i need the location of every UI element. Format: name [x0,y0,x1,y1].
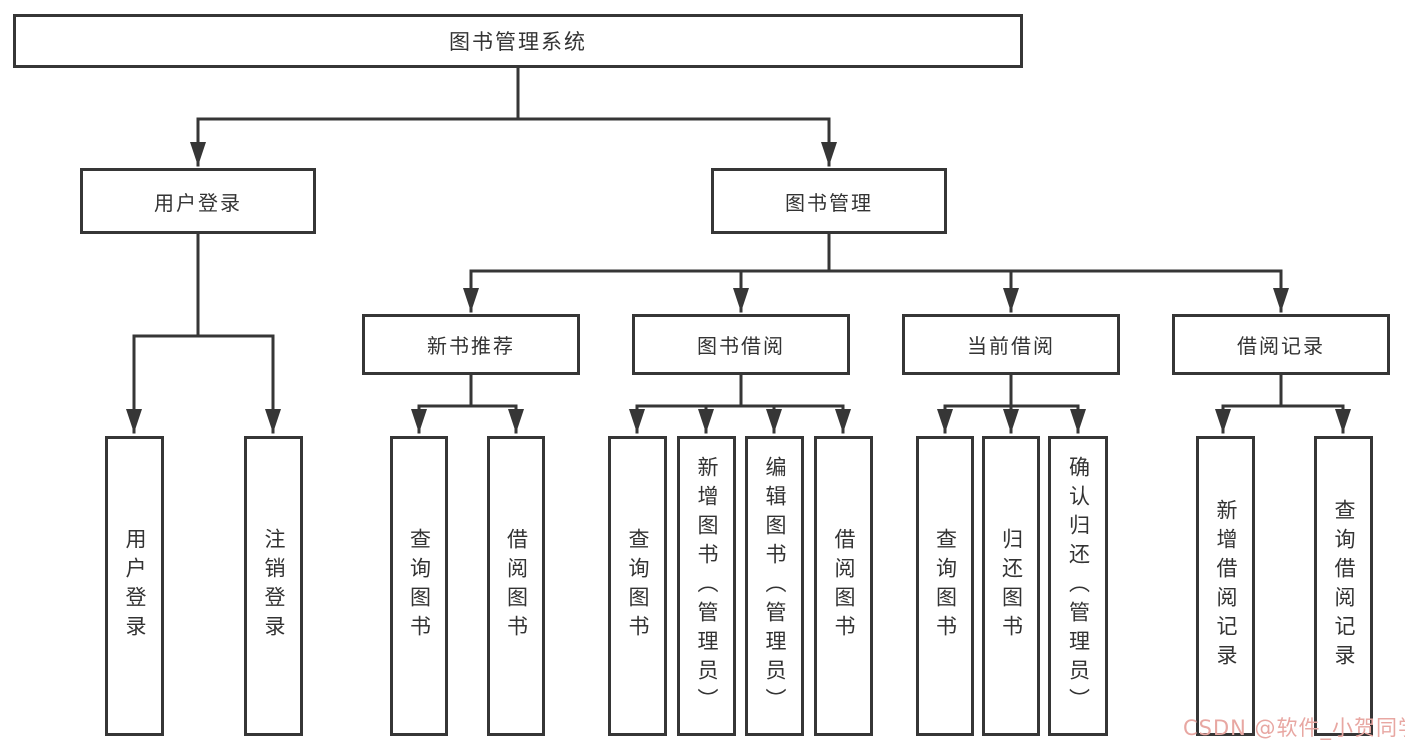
leaf-br-add-record-label: 新增借阅记录 [1214,499,1238,673]
node-book-management: 图书管理 [711,168,947,234]
leaf-bb-borrow-books: 借阅图书 [814,436,873,736]
leaf-nbr-borrow-books: 借阅图书 [487,436,545,736]
leaf-cb-query-books-label: 查询图书 [933,528,958,644]
leaf-br-add-record: 新增借阅记录 [1196,436,1255,736]
leaf-bb-edit-books-admin-label: 编辑图书（管理员） [763,455,787,717]
leaf-user-login: 用户登录 [105,436,164,736]
leaf-bb-add-books-admin-label: 新增图书（管理员） [695,455,719,717]
leaf-nbr-borrow-books-label: 借阅图书 [504,528,529,644]
leaf-user-login-label: 用户登录 [123,528,147,644]
leaf-logout-label: 注销登录 [262,528,286,644]
leaf-br-query-record-label: 查询借阅记录 [1332,499,1356,673]
leaf-cb-confirm-return-admin: 确认归还（管理员） [1048,436,1108,736]
leaf-bb-edit-books-admin: 编辑图书（管理员） [745,436,804,736]
node-borrow-records: 借阅记录 [1172,314,1390,375]
watermark: CSDN @软件_小贺同学 [1183,716,1405,740]
node-root: 图书管理系统 [13,14,1023,68]
node-book-borrow: 图书借阅 [632,314,850,375]
node-new-book-recommend: 新书推荐 [362,314,580,375]
leaf-br-query-record: 查询借阅记录 [1314,436,1373,736]
leaf-cb-confirm-return-admin-label: 确认归还（管理员） [1066,455,1091,717]
leaf-cb-query-books: 查询图书 [916,436,974,736]
node-current-borrow: 当前借阅 [902,314,1120,375]
leaf-logout: 注销登录 [244,436,303,736]
leaf-cb-return-books: 归还图书 [982,436,1040,736]
leaf-nbr-query-books: 查询图书 [390,436,448,736]
leaf-cb-return-books-label: 归还图书 [999,528,1024,644]
leaf-bb-query-books: 查询图书 [608,436,667,736]
leaf-bb-query-books-label: 查询图书 [626,528,650,644]
leaf-bb-borrow-books-label: 借阅图书 [832,528,856,644]
leaf-nbr-query-books-label: 查询图书 [407,528,432,644]
leaf-bb-add-books-admin: 新增图书（管理员） [677,436,736,736]
node-user-login: 用户登录 [80,168,316,234]
